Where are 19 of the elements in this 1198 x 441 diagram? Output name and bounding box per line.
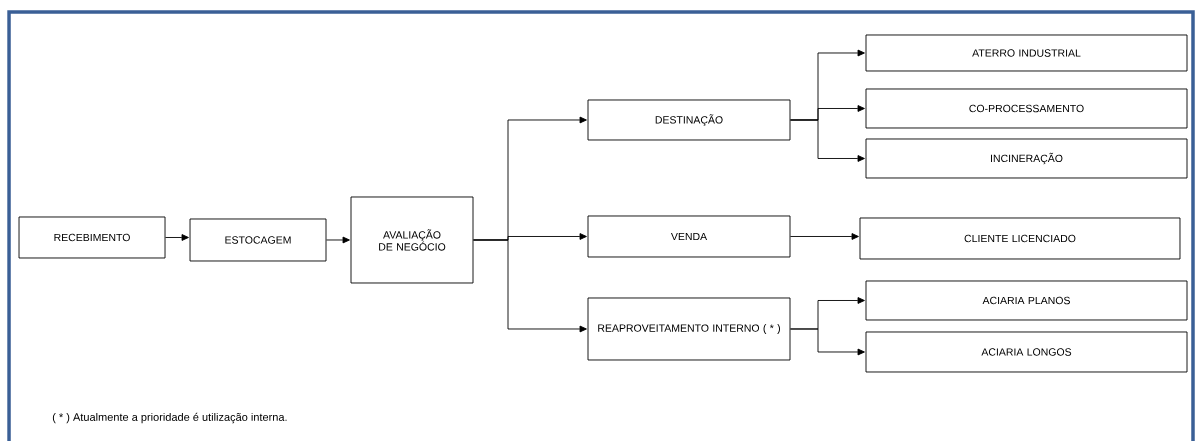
process-box: AVALIAÇÃO DE NEGÓCIO (350, 196, 474, 284)
arrow (790, 233, 859, 240)
process-box: INCINERAÇÃO (865, 138, 1188, 179)
process-box: REAPROVEITAMENTO INTERNO ( * ) (587, 297, 791, 361)
process-box: CO-PROCESSAMENTO (865, 88, 1188, 129)
process-box: VENDA (587, 215, 791, 258)
process-box: ATERRO INDUSTRIAL (865, 34, 1188, 72)
process-box: DESTINAÇÃO (587, 99, 791, 141)
process-box: ACIARIA PLANOS (865, 280, 1188, 321)
arrow (790, 328, 865, 356)
process-box: ESTOCAGEM (189, 218, 327, 262)
arrow (473, 239, 587, 333)
arrow (790, 119, 865, 162)
footnote: ( * ) Atualmente a prioridade é utilização interna. (52, 412, 287, 424)
process-box: ACIARIA LONGOS (865, 331, 1188, 373)
process-box: CLIENTE LICENCIADO (859, 217, 1181, 260)
arrow (165, 234, 189, 241)
process-box: RECEBIMENTO (18, 216, 166, 259)
arrow (326, 236, 350, 244)
